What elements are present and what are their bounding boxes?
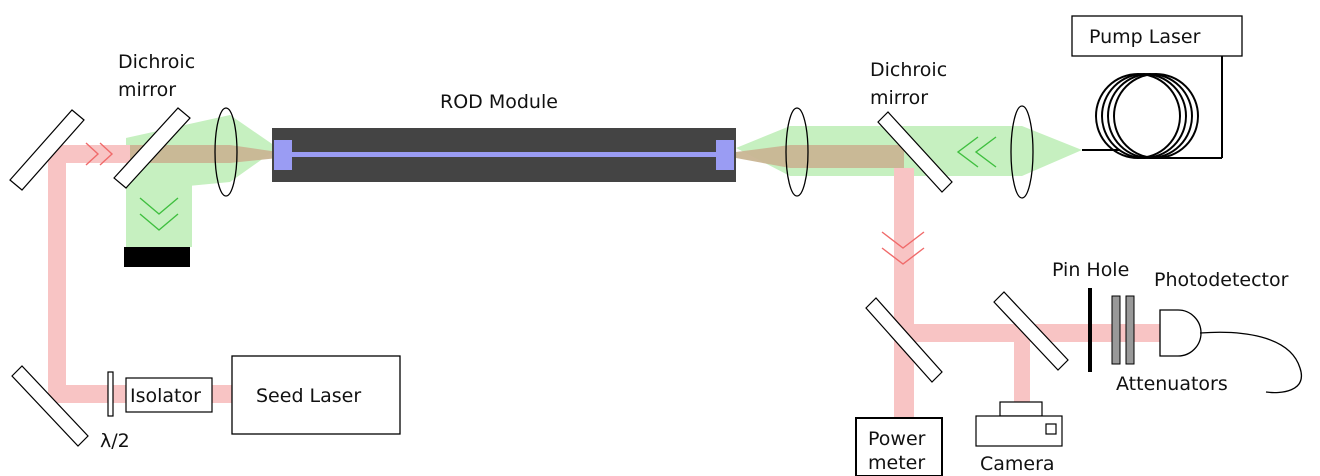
pin-hole (1088, 288, 1092, 372)
signal-arrow (881, 231, 925, 249)
attenuator-2 (1125, 295, 1135, 365)
signal-direction-arrows (85, 142, 925, 265)
signal-left-top (48, 145, 144, 163)
mirror-camera-pickoff (993, 291, 1069, 371)
lenses (214, 105, 1034, 199)
attenuator-1 (1111, 295, 1121, 365)
power-meter-box (855, 417, 943, 476)
label-pin-hole: Pin Hole (1052, 259, 1129, 281)
pump-laser-box (1071, 15, 1243, 57)
lens-left (214, 107, 238, 197)
lens-right-rod (785, 107, 809, 197)
pump-laser (1071, 15, 1243, 159)
pump-beam-to-dump (126, 165, 192, 247)
signal-left-vertical (48, 145, 66, 403)
rod-end-cap-right (716, 140, 734, 170)
signal-arrow (99, 142, 114, 166)
pump-arrow (139, 213, 179, 231)
fiber-coil-icon (1082, 56, 1223, 159)
rod-core (290, 152, 718, 157)
label-isolator: Isolator (130, 385, 201, 407)
signal-beam (48, 145, 1160, 420)
beam-dump (124, 247, 190, 267)
label-pump-laser: Pump Laser (1089, 26, 1201, 48)
label-dichroic-right-line2: mirror (870, 87, 928, 109)
pump-direction-arrows (139, 136, 997, 231)
dichroic-mirror-left (113, 107, 191, 189)
label-camera: Camera (980, 453, 1055, 475)
signal-right-down (894, 168, 914, 420)
label-rod-module: ROD Module (440, 91, 558, 113)
signal-arrow (881, 247, 925, 265)
rod-end-cap-left (274, 140, 292, 170)
isolator-box (125, 377, 213, 413)
signal-to-detector (1090, 324, 1160, 342)
dichroic-mirror-right (877, 111, 953, 193)
label-half-wave-plate: λ/2 (100, 430, 130, 452)
label-power-meter-line1: Power (868, 428, 926, 450)
mirror-bottom-left (11, 365, 89, 447)
mirror-power-meter (865, 297, 943, 383)
label-power-meter-line2: meter (868, 452, 925, 474)
label-dichroic-right-line1: Dichroic (870, 59, 947, 81)
rod-module (272, 128, 736, 182)
signal-to-camera (1014, 330, 1030, 402)
mirror-top-left (9, 109, 85, 191)
lens-pump (1010, 105, 1034, 199)
label-dichroic-left-line1: Dichroic (118, 51, 195, 73)
pump-arrow (974, 136, 997, 168)
label-dichroic-left-line2: mirror (118, 79, 176, 101)
photodetector-icon (1159, 309, 1303, 394)
seed-laser-box (231, 355, 401, 435)
mirrors (9, 107, 1069, 447)
signal-out-of-rod (736, 145, 904, 168)
label-seed-laser: Seed Laser (256, 385, 361, 407)
camera-icon (975, 401, 1063, 447)
signal-into-rod (130, 145, 278, 163)
pump-arrow (956, 136, 979, 168)
label-attenuators: Attenuators (1116, 373, 1228, 395)
pump-arrow (139, 197, 179, 215)
label-photodetector: Photodetector (1154, 269, 1289, 291)
half-wave-plate (107, 371, 114, 417)
signal-arrow (85, 142, 100, 166)
signal-to-camera-branch (914, 324, 1090, 342)
